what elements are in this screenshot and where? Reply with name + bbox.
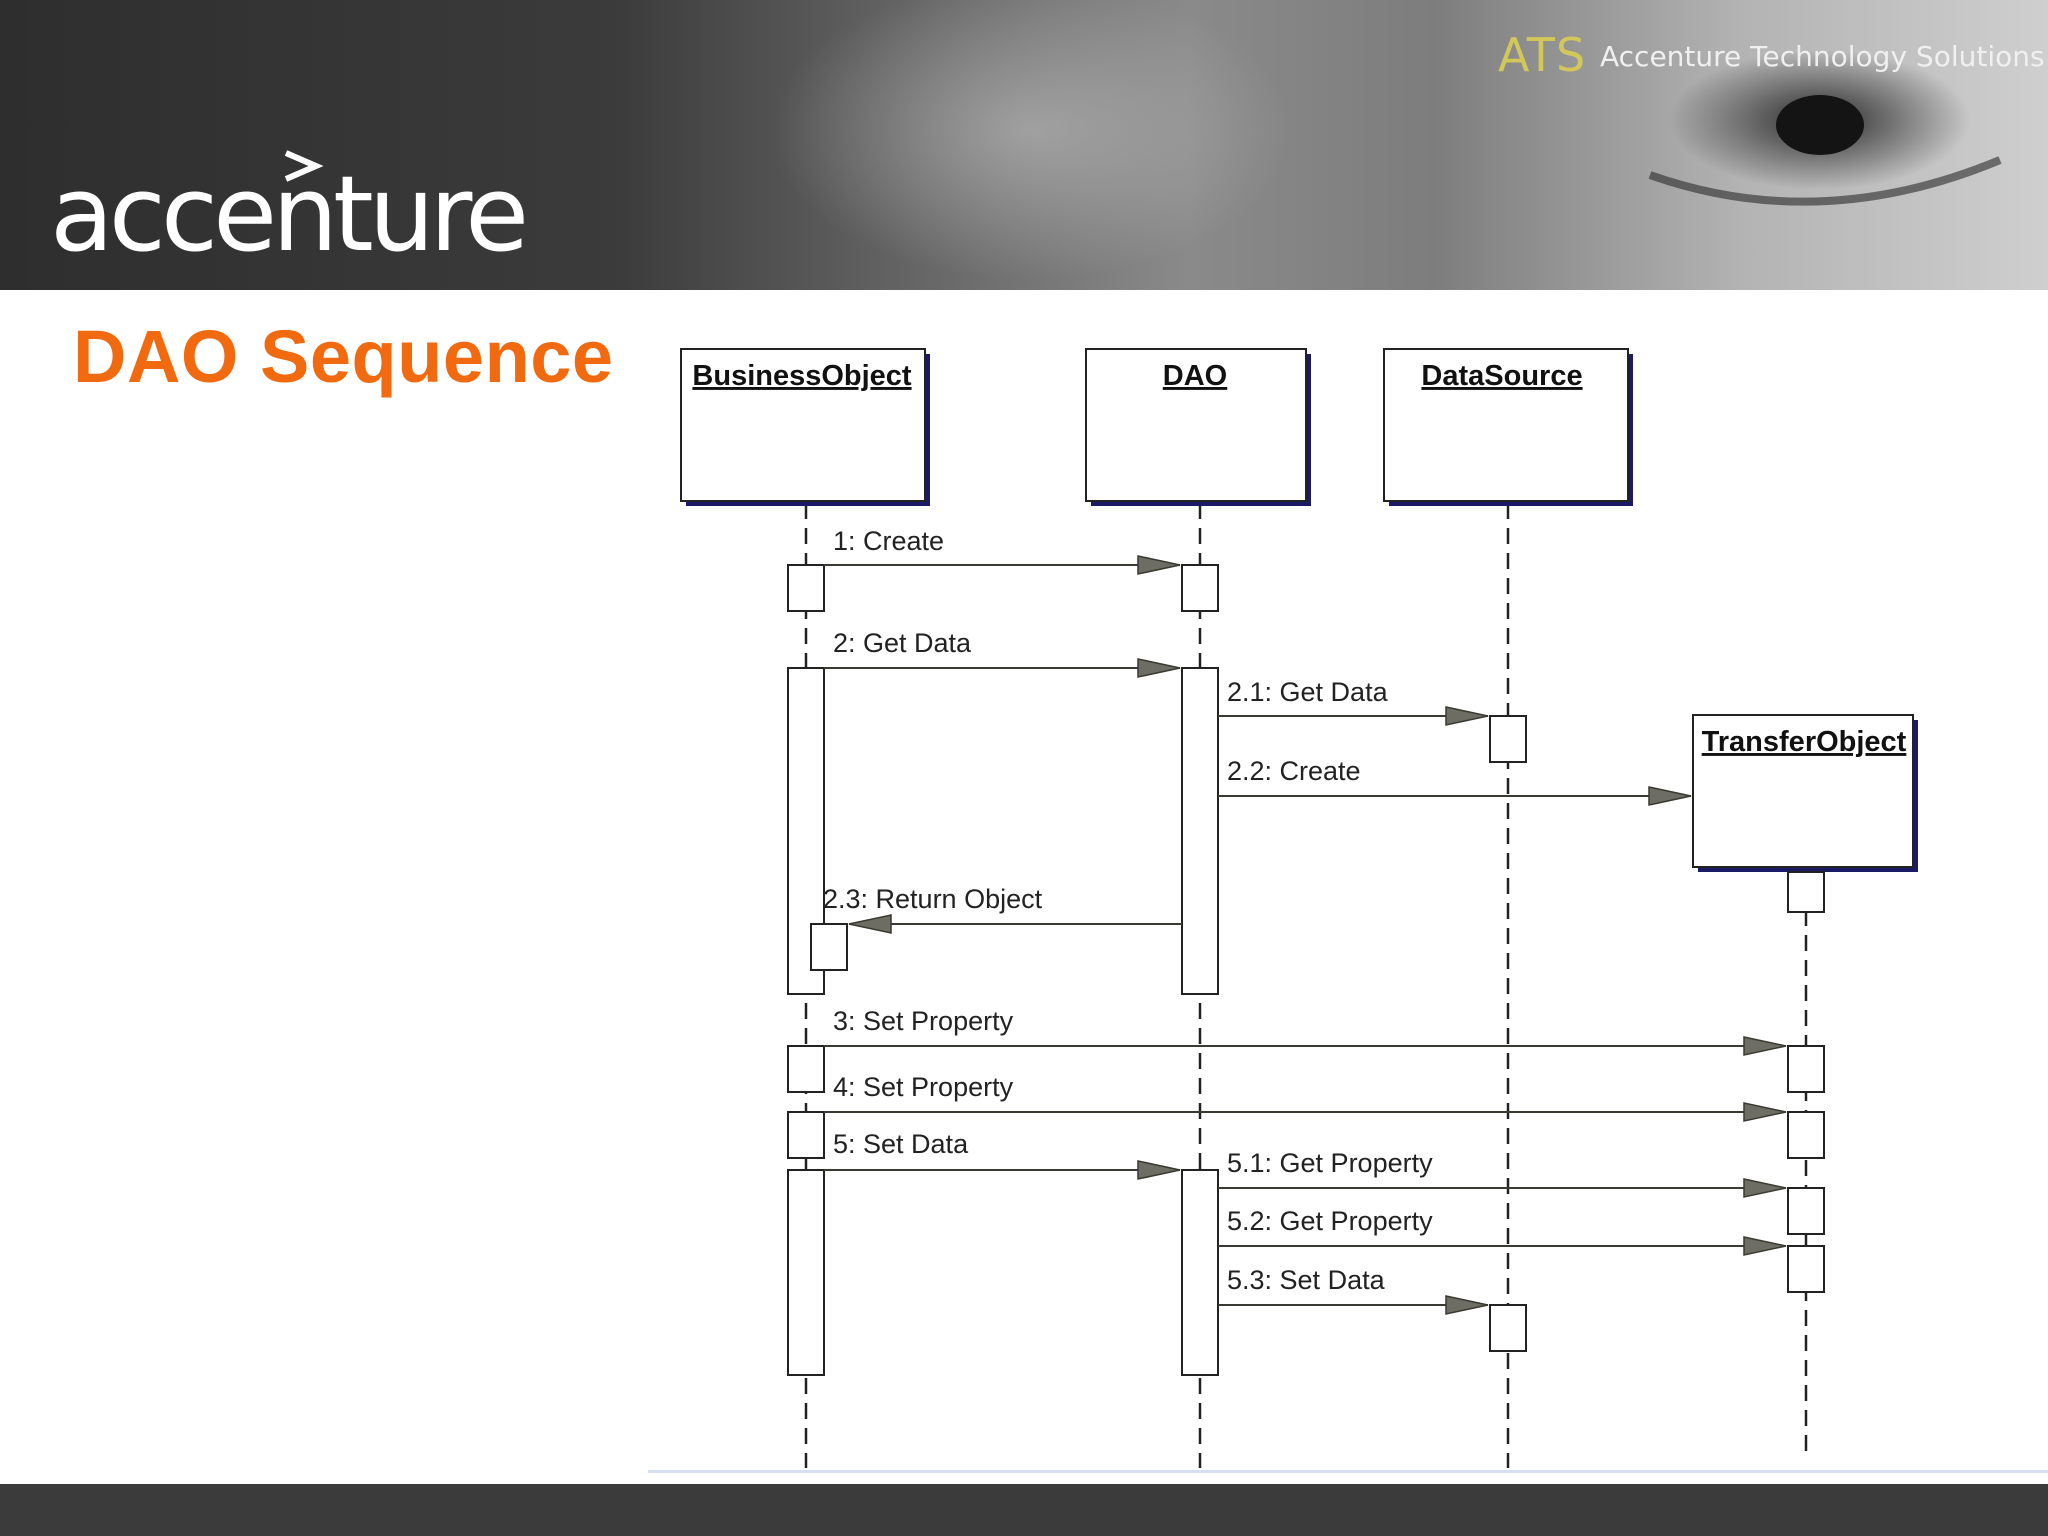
arrowhead-icon	[1743, 1102, 1787, 1122]
arrowhead-icon	[1137, 658, 1181, 678]
activation-bar	[1181, 1169, 1219, 1376]
message-label: 2.3: Return Object	[823, 884, 1043, 914]
arrowhead-icon	[1743, 1178, 1787, 1198]
accenture-chevron-icon	[284, 150, 324, 182]
activation-bar	[1787, 1111, 1825, 1159]
activation-bar	[1181, 667, 1219, 995]
arrowhead-icon	[1137, 555, 1181, 575]
page-title: DAO Sequence	[73, 315, 614, 398]
message-label: 2.2: Create	[1227, 756, 1361, 786]
participant-label-businessobject: BusinessObject	[692, 360, 912, 392]
participant-label-dao: DAO	[1163, 360, 1227, 392]
sequence-diagram: BusinessObject DAO DataSource TransferOb…	[680, 348, 1918, 1468]
message-label: 5.3: Set Data	[1227, 1265, 1386, 1295]
activation-bar	[1181, 564, 1219, 612]
footer-bar	[0, 1484, 2048, 1536]
ats-tagline: Accenture Technology Solutions	[1600, 40, 2045, 73]
message-label: 2: Get Data	[833, 628, 972, 658]
message-label: 4: Set Property	[833, 1072, 1014, 1102]
ats-logo: ATS	[1498, 28, 1587, 82]
participant-label-datasource: DataSource	[1421, 360, 1582, 392]
activation-bar	[810, 923, 848, 971]
activation-bar	[787, 564, 825, 612]
message-label: 3: Set Property	[833, 1006, 1014, 1036]
arrowhead-icon	[1445, 1295, 1489, 1315]
arrowhead-icon	[1137, 1160, 1181, 1180]
activation-bar	[1787, 1187, 1825, 1235]
participant-box-datasource	[1383, 348, 1629, 502]
arrowhead-icon	[1648, 786, 1692, 806]
activation-bar	[1787, 1245, 1825, 1293]
participant-box-transferobject	[1692, 714, 1914, 868]
participant-box-dao	[1085, 348, 1307, 502]
activation-bar	[1787, 1045, 1825, 1093]
activation-bar	[1489, 715, 1527, 763]
participant-label-transferobject: TransferObject	[1702, 726, 1907, 758]
eye-photo-background	[770, 0, 2002, 280]
arrowhead-icon	[848, 914, 892, 934]
message-label: 2.1: Get Data	[1227, 677, 1389, 707]
activation-bar	[1787, 871, 1825, 913]
arrowhead-icon	[1445, 706, 1489, 726]
activation-bar	[787, 1045, 825, 1093]
message-label: 1: Create	[833, 526, 944, 556]
message-label: 5: Set Data	[833, 1129, 969, 1159]
activation-bar	[1489, 1304, 1527, 1352]
header-banner: accenture ATS Accenture Technology Solut…	[0, 0, 2048, 290]
message-label: 5.1: Get Property	[1227, 1148, 1433, 1178]
activation-bar	[787, 1111, 825, 1159]
message-label: 5.2: Get Property	[1227, 1206, 1433, 1236]
arrowhead-icon	[1743, 1236, 1787, 1256]
arrowhead-icon	[1743, 1036, 1787, 1056]
activation-bar	[787, 1169, 825, 1376]
diagram-frame-edge	[648, 1470, 2048, 1473]
participant-box-businessobject	[680, 348, 926, 502]
